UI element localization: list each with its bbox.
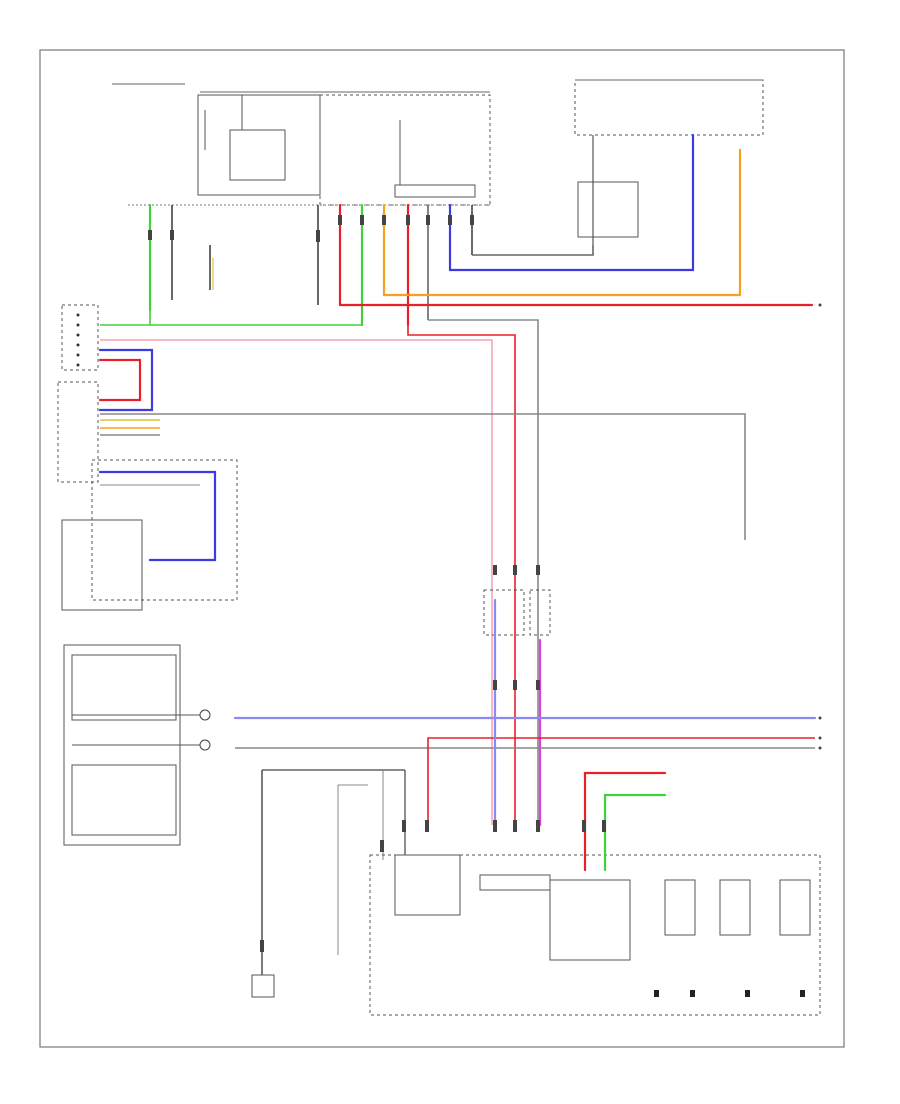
top-vertical-wires [148, 203, 473, 327]
ground-icon [745, 990, 750, 997]
relay-group [654, 879, 811, 997]
ground-icon [800, 990, 805, 997]
red-wire-lower-horizontal [427, 737, 815, 825]
gray-wire-center-down [428, 319, 539, 825]
left-switch-block [61, 459, 238, 611]
spiral-cable-connectors [199, 709, 211, 751]
blue-wire-top-loop [448, 133, 695, 272]
left-connector-block [61, 304, 99, 371]
gray-wire-top [472, 245, 594, 256]
bottom-section [251, 769, 821, 1016]
red-wire-bottom-right [583, 771, 667, 872]
top-fuse-block-left [112, 83, 491, 206]
pink-wire-left-horizontal [100, 339, 493, 825]
blue-wire-left-loop [98, 348, 154, 412]
ground-icon [690, 990, 695, 997]
red-wire-center-down [407, 325, 516, 825]
diagram-frame [39, 49, 845, 1048]
relay-icon [779, 879, 811, 936]
gray-wire-long-horizontal [100, 413, 746, 520]
middle-sensors [483, 589, 551, 827]
ground-icon [654, 990, 659, 997]
right-wire-terminals [818, 303, 822, 750]
left-connector-block-2 [57, 381, 160, 483]
relay-icon [719, 879, 751, 936]
red-wire-left-loop [98, 358, 142, 402]
steering-switch-block [63, 644, 200, 846]
connector-marks [148, 215, 606, 952]
relay-icon [664, 879, 696, 936]
top-fuse-block-right [574, 79, 764, 245]
green-wire-bottom-right [603, 793, 667, 872]
orange-wire-top [382, 148, 742, 297]
